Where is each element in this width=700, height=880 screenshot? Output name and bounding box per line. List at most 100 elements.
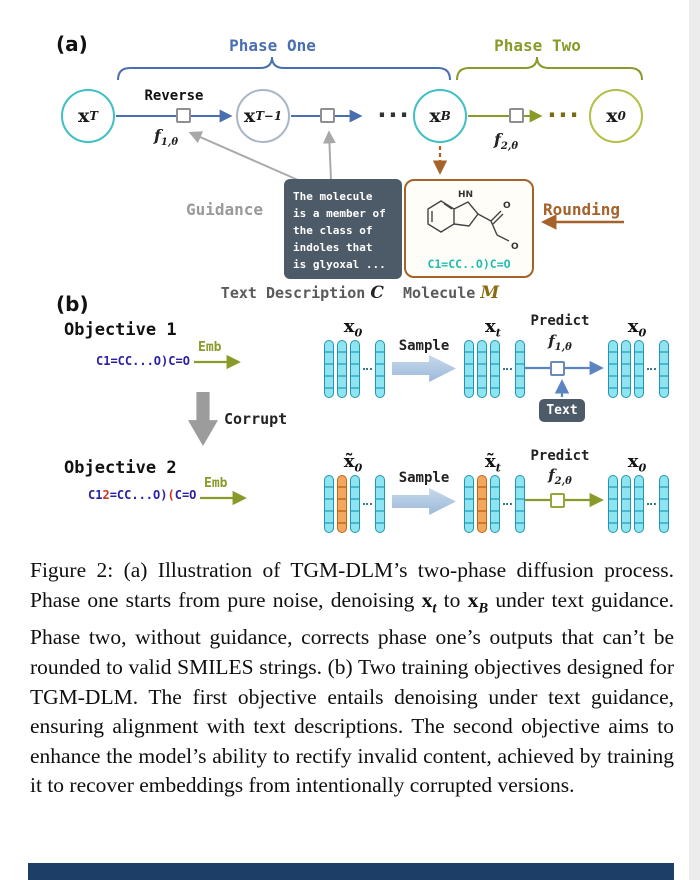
description-line: the class of	[293, 224, 373, 238]
o-atom-label-1: O	[503, 201, 511, 211]
reverse-label: Reverse	[144, 88, 204, 104]
x0-out-row1-base: x	[627, 316, 639, 337]
text-description-label: Text Description	[220, 284, 366, 302]
molecule-structure: HN O O	[427, 190, 519, 252]
sample-label-row1: Sample	[398, 338, 450, 354]
phase-one-brace	[117, 56, 451, 81]
page-right-edge	[689, 0, 700, 880]
objective-1-label: Objective 1	[64, 320, 177, 340]
panel-a-footer: Text Description C Molecule M	[170, 283, 550, 303]
f1-base: f	[154, 126, 161, 145]
f1-row1-sub: 1,θ	[554, 342, 572, 353]
smiles-1: C1=CC...O)C=O	[96, 354, 190, 368]
xt-row1-base: x	[485, 316, 496, 337]
sample-arrow-row2	[392, 488, 456, 515]
smiles-2: C12=CC...O)(C=O	[88, 488, 197, 502]
f2-sub: 2,θ	[500, 141, 518, 153]
ellipsis-phase-one: ···	[377, 101, 411, 129]
ellipsis-phase-two: ···	[547, 101, 581, 129]
cropped-table-header	[28, 863, 674, 880]
guidance-arrow-middle	[322, 130, 336, 181]
f1-label-row1: f1,θ	[535, 332, 585, 353]
molecule-label: Molecule	[403, 284, 476, 302]
molecule-smiles: C1=CC..O)C=O	[427, 257, 511, 271]
node-xT-base: x	[77, 105, 90, 127]
embedding-bars-corrupted	[464, 475, 525, 533]
f2-label: f2,θ	[478, 130, 534, 152]
predict-square-row2	[550, 493, 565, 508]
emb-label-row2: Emb	[204, 476, 228, 491]
node-xT-sub: T	[89, 109, 99, 123]
objective-2-label: Objective 2	[64, 458, 177, 478]
x0-out-label-row2: x0	[618, 451, 656, 475]
predict-label-row1: Predict	[530, 313, 590, 329]
x0-row1-sub: 0	[354, 326, 363, 340]
embedding-bars	[608, 340, 669, 398]
x0-tilde-row2-base: x̃	[343, 451, 355, 472]
panel-b-label: (b)	[56, 292, 89, 316]
panel-a-label: (a)	[56, 32, 88, 56]
guidance-arrow-left	[188, 131, 299, 181]
x0-tilde-row2-sub: 0	[354, 461, 363, 475]
xt-tilde-row2-sub: t	[495, 461, 501, 475]
node-x0-base: x	[606, 105, 618, 127]
emb-label-row1: Emb	[198, 340, 222, 355]
xt-tilde-row2-base: x̃	[485, 451, 496, 472]
phase-two-label: Phase Two	[494, 36, 581, 55]
sample-label-row2: Sample	[398, 470, 450, 486]
x0-label-row1: x0	[334, 316, 372, 340]
x0-out-row2-base: x	[627, 451, 639, 472]
node-xT1-base: x	[243, 105, 256, 127]
embedding-bars	[608, 475, 669, 533]
corrupt-label: Corrupt	[224, 410, 288, 428]
corrupt-arrow	[188, 392, 218, 446]
f2-base: f	[494, 130, 501, 149]
predict-label-row2: Predict	[530, 448, 590, 464]
embedding-bars	[324, 340, 385, 398]
phase-one-label: Phase One	[229, 36, 316, 55]
node-xT1-sub: T−1	[255, 109, 283, 123]
denoise-step-square-3	[509, 108, 524, 123]
description-line: indoles that	[293, 241, 373, 255]
x0-out-label-row1: x0	[618, 316, 656, 340]
f2-row2-sub: 2,θ	[554, 476, 572, 487]
xt-tilde-label-row2: x̃t	[474, 451, 512, 475]
embedding-bars-corrupted	[324, 475, 385, 533]
text-description-box: The molecule is a member of the class of…	[284, 179, 402, 279]
f1-row1-base: f	[548, 332, 555, 350]
embedding-bars	[464, 340, 525, 398]
f2-row2-base: f	[548, 466, 555, 484]
sample-arrow-row1	[392, 355, 456, 382]
guidance-label: Guidance	[186, 200, 264, 219]
x0-row1-base: x	[343, 316, 355, 337]
m-symbol: M	[480, 283, 500, 303]
node-xB-base: x	[429, 105, 441, 127]
node-x0-sub: 0	[617, 109, 626, 123]
x0-out-row1-sub: 0	[638, 326, 647, 340]
xt-row1-sub: t	[495, 326, 501, 340]
predict-square-row1	[550, 361, 565, 376]
f2-label-row2: f2,θ	[535, 466, 585, 487]
description-line: The molecule	[293, 190, 373, 203]
text-badge: Text	[539, 399, 585, 422]
xt-label-row1: xt	[474, 316, 512, 340]
f1-label: f1,θ	[138, 126, 194, 148]
x0-tilde-label-row2: x̃0	[334, 451, 372, 475]
denoise-step-square-1	[176, 108, 191, 123]
figure-caption: Figure 2: (a) Illustration of TGM-DLM’s …	[30, 558, 675, 798]
hn-atom-label: HN	[458, 190, 473, 200]
node-xB-sub: B	[440, 109, 451, 123]
f1-sub: 1,θ	[160, 137, 178, 149]
molecule-box: HN O O C1=CC..O)C=O	[404, 179, 534, 278]
c-symbol: C	[370, 283, 384, 303]
x0-out-row2-sub: 0	[638, 461, 647, 475]
description-line: is glyoxal ...	[293, 258, 386, 272]
o-atom-label-2: O	[511, 242, 519, 252]
description-line: is a member of	[293, 207, 386, 221]
rounding-label: Rounding	[543, 200, 621, 219]
